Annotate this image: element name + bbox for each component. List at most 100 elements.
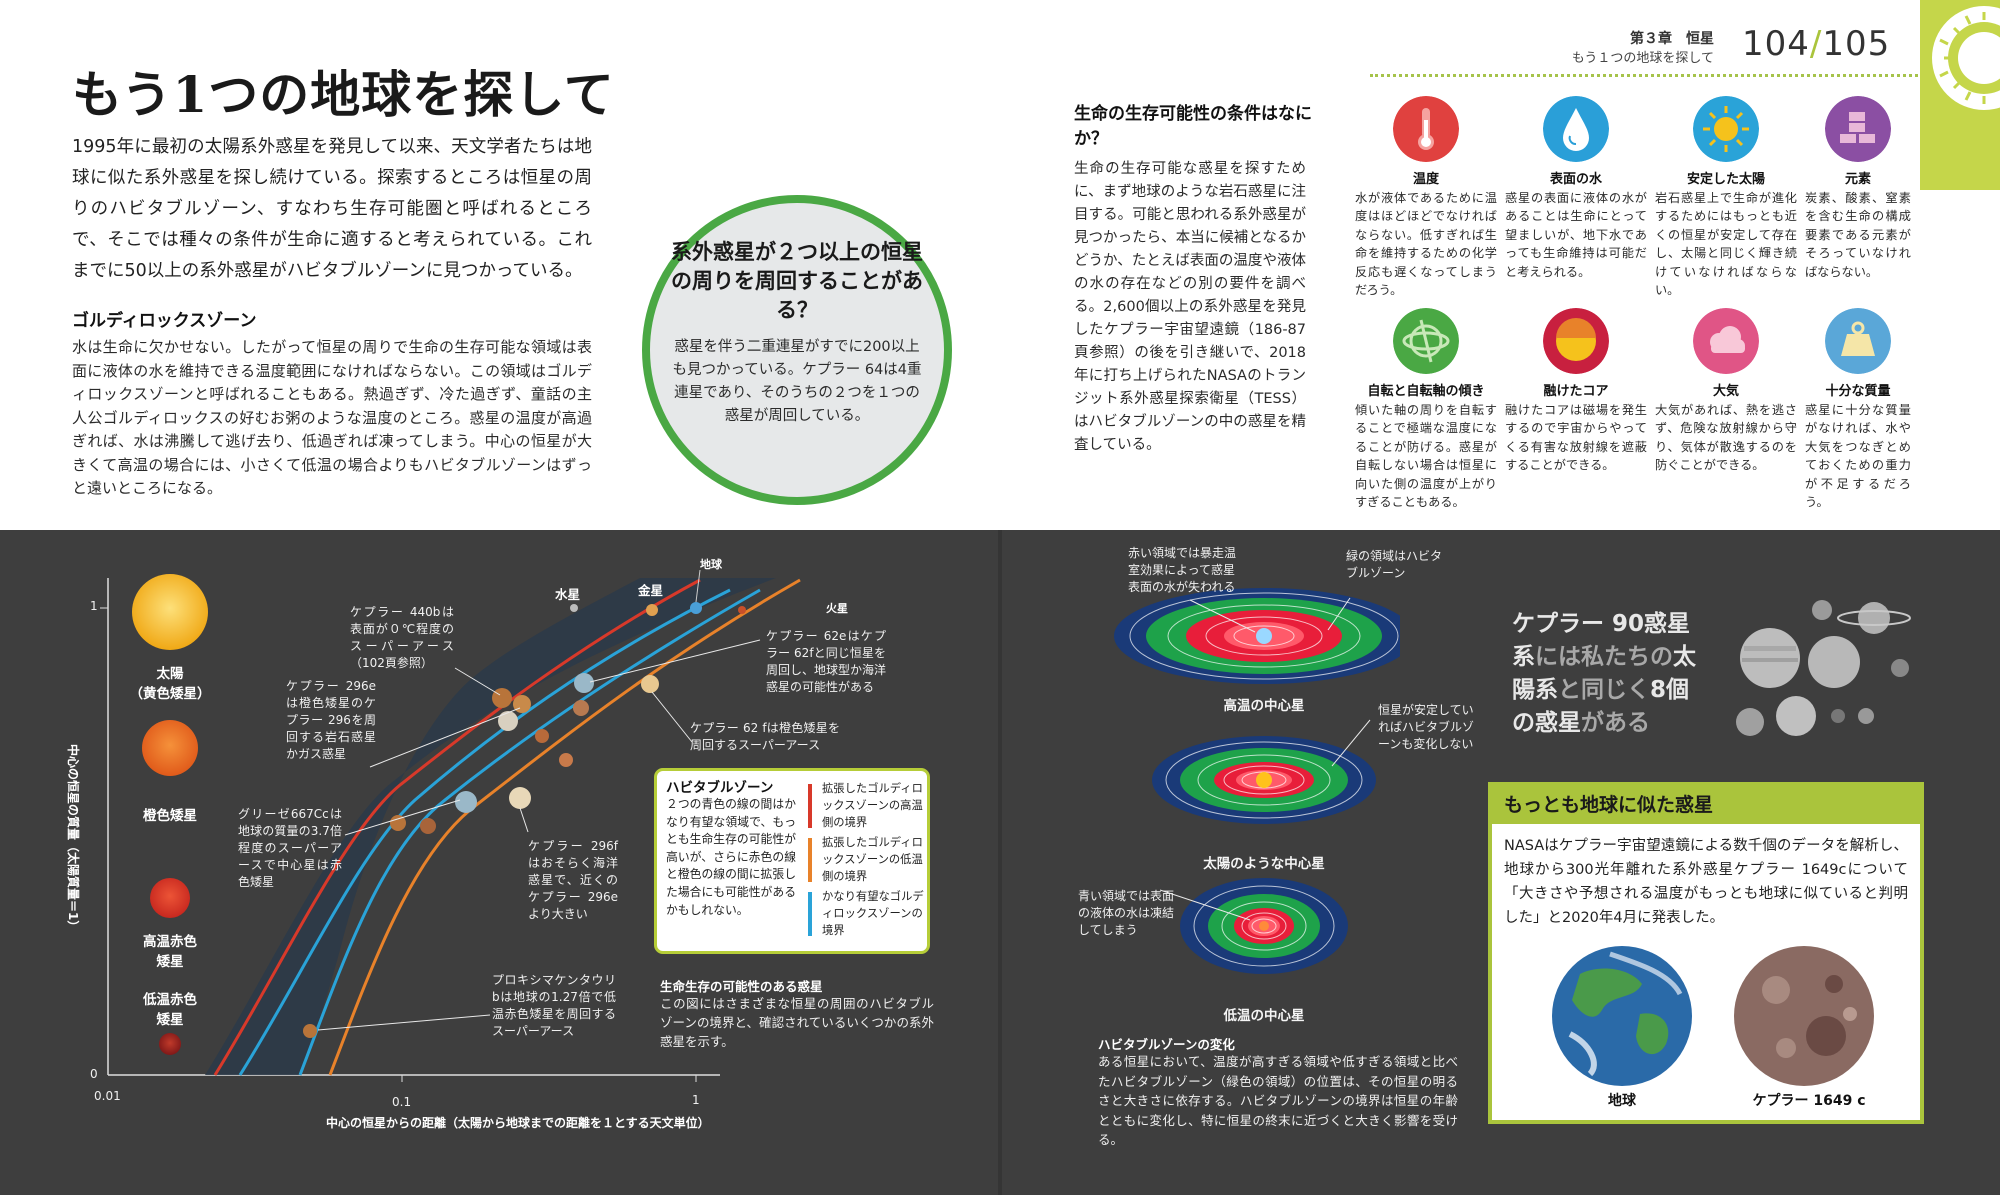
- page-spine: [998, 530, 1002, 1195]
- chapter-label: 第３章 恒星: [1630, 31, 1714, 47]
- zone-change-title: ハビタブルゾーンの変化: [1098, 1037, 1235, 1052]
- planet-kepler-296f: [509, 787, 531, 809]
- k90-part8: の惑星: [1512, 710, 1581, 736]
- legend-body: ２つの青色の線の間はかなり有望な領域で、もっとも生命生存の可能性が高いが、さらに…: [666, 797, 796, 917]
- planet-kepler-62e: [574, 673, 594, 693]
- condition-elements: 元素 炭素、酸素、窒素を含む生命の構成要素である元素がそろっていなければならない…: [1805, 96, 1911, 281]
- star-label-sun: 太陽 （黄色矮星）: [129, 666, 211, 702]
- x-tick-01: 0.1: [392, 1095, 412, 1109]
- optimistic-inner-boundary: [238, 588, 731, 1076]
- condition-title: 融けたコア: [1543, 384, 1609, 399]
- planet-kepler-440b: [492, 688, 512, 708]
- legend-text-cold: 拡張したゴルディロックスゾーンの低温側の境界: [822, 836, 923, 883]
- planet-kepler-62x: [573, 700, 589, 716]
- zone-note-blue: 青い領域では表面の液体の水は凍結してしまう: [1078, 889, 1175, 937]
- molten-core-icon: [1543, 308, 1609, 374]
- chapter-subtitle: もう１つの地球を探して: [1571, 51, 1714, 66]
- note-proxima-b: プロキシマケンタウリbは地球の1.27倍で低温赤色矮星を周回するスーパーアース: [492, 973, 616, 1038]
- label-mercury: 水星: [555, 587, 581, 602]
- condition-title: 温度: [1412, 172, 1439, 187]
- planet-gliese-667cc: [455, 791, 477, 813]
- kepler1649c-globe-icon: [1734, 946, 1874, 1086]
- legend-swatch-hot: [808, 784, 812, 828]
- chart-caption-title: 生命生存の可能性のある惑星: [660, 979, 823, 994]
- mars-planet: [738, 606, 746, 614]
- cool-red-dwarf-star: [159, 1033, 181, 1055]
- sun-decoration-icon: [1920, 0, 2000, 190]
- kepler1649c-label: ケプラー 1649 c: [1752, 1093, 1866, 1109]
- condition-body: 惑星に十分な質量がなければ、水や大気をつなぎとめておくための重力が不足するだろう…: [1805, 403, 1911, 510]
- condition-stable-sun: 安定した太陽 岩石惑星上で生命が進化するためにはもっとも近くの恒星が安定して存在…: [1655, 96, 1797, 299]
- note-kepler-440b: ケプラー 440bは表面が０℃程度のスーパーアース（102頁参照）: [350, 605, 454, 670]
- note-kepler-296e: ケプラー 296eは橙色矮星のケプラー 296を周回する岩石惑星かガス惑星: [286, 679, 376, 761]
- planet-red-1: [390, 815, 406, 831]
- zone-note-stable: 恒星が安定していればハビタブルゾーンも変化しない: [1378, 703, 1475, 751]
- condition-temperature: 温度 水が液体であるために温度はほどほどでなければならない。低すぎれば生命を維持…: [1355, 96, 1497, 299]
- k90-part2: 系: [1512, 644, 1535, 670]
- kepler90-statement: ケプラー 90惑星系には私たちの太陽系と同じく8個の惑星がある: [1512, 608, 1716, 740]
- planet-kepler-296e: [513, 695, 531, 713]
- label-mars: 火星: [826, 602, 848, 615]
- k90-part9: がある: [1581, 710, 1650, 736]
- label-venus: 金星: [638, 583, 664, 598]
- goldilocks-heading: ゴルディロックスゾーン: [72, 311, 257, 331]
- habitable-band: [205, 578, 776, 1075]
- condition-title: 元素: [1844, 172, 1871, 187]
- header-dotted-rule: [1370, 74, 1930, 77]
- note-kepler-62e: ケプラー 62eはケプラー 62fと同じ恒星を周回し、地球型か海洋惑星の可能性が…: [766, 629, 887, 694]
- question-body: 惑星を伴う二重連星がすでに200以上も見つかっている。ケプラー 64は4重連星で…: [672, 339, 922, 424]
- y-axis-label: 中心の恒星の質量（太陽質量＝1）: [66, 744, 80, 933]
- condition-title: 自転と自転軸の傾き: [1367, 384, 1485, 399]
- legend-text-hot: 拡張したゴルディロックスゾーンの高温側の境界: [822, 782, 923, 829]
- condition-body: 炭素、酸素、窒素を含む生命の構成要素である元素がそろっていなければならない。: [1805, 191, 1911, 279]
- page-title: もう1つの地球を探して: [72, 65, 615, 124]
- conditions-body: 生命の生存可能な惑星を探すために、まず地球のような岩石惑星に注目する。可能と思わ…: [1074, 161, 1306, 453]
- page-sep: /: [1809, 24, 1823, 64]
- hot-extended-boundary: [213, 578, 701, 1076]
- condition-surface-water: 表面の水 惑星の表面に液体の水があることは生命にとって望ましいが、地下水であって…: [1505, 96, 1647, 281]
- k90-part1: ケプラー 90惑星: [1512, 611, 1691, 637]
- earth-globe-icon: [1552, 946, 1692, 1086]
- star-label-hot-red: 高温赤色 矮星: [143, 934, 197, 970]
- optimistic-outer-boundary: [298, 588, 761, 1076]
- star-label-cool-red: 低温赤色 矮星: [143, 992, 197, 1028]
- x-axis-label: 中心の恒星からの距離（太陽から地球までの距離を１とする天文単位）: [326, 1116, 710, 1130]
- y-tick-0: 0: [90, 1067, 98, 1081]
- planet-kepler-296f-far: [498, 711, 518, 731]
- zone-change-body: ある恒星において、温度が高すぎる領域や低すぎる領域と比べたハビタブルゾーン（緑色…: [1098, 1054, 1458, 1147]
- earth-label: 地球: [1608, 1093, 1636, 1109]
- intro-paragraph: 1995年に最初の太陽系外惑星を発見して以来、天文学者たちは地球に似た系外惑星を…: [72, 137, 592, 281]
- hot-star-system: [1114, 588, 1400, 684]
- k90-part3: には私たちの: [1535, 644, 1673, 670]
- sun-icon: [1693, 96, 1759, 162]
- legend-swatch-optimistic: [808, 892, 812, 936]
- earthlike-title: もっとも地球に似た惑星: [1504, 794, 1714, 816]
- condition-title: 十分な質量: [1825, 384, 1891, 399]
- page-left: 104: [1742, 24, 1810, 64]
- condition-mass: 十分な質量 惑星に十分な質量がなければ、水や大気をつなぎとめておくための重力が不…: [1805, 308, 1911, 511]
- planet-kepler-62f: [641, 675, 659, 693]
- conditions-heading: 生命の生存可能性の条件はなにか？: [1074, 104, 1312, 149]
- condition-title: 表面の水: [1549, 172, 1602, 187]
- legend-box: [654, 768, 930, 954]
- venus-planet: [646, 604, 658, 616]
- k90-part5: 陽系: [1512, 677, 1558, 703]
- condition-body: 惑星の表面に液体の水があることは生命にとって望ましいが、地下水であっても生命維持…: [1505, 191, 1647, 279]
- page-right: 105: [1822, 24, 1891, 64]
- star-label-orange: 橙色矮星: [143, 808, 197, 824]
- note-gliese-667cc: グリーゼ667Ccは地球の質量の3.7倍程度のスーパーアースで中心星は赤色矮星: [238, 807, 342, 889]
- condition-body: 岩石惑星上で生命が進化するためにはもっとも近くの恒星が安定して存在し、太陽と同じ…: [1655, 191, 1797, 298]
- condition-title: 大気: [1712, 384, 1739, 399]
- bricks-icon: [1825, 96, 1891, 162]
- condition-body: 傾いた軸の周りを自転することで極端な温度になることが防げる。惑星が自転しない場合…: [1355, 403, 1497, 510]
- planet-small-2: [559, 753, 573, 767]
- habitable-zone-chart: [100, 569, 801, 1082]
- note-kepler-62f: ケプラー 62 fは橙色矮星を周回するスーパーアース: [690, 721, 840, 752]
- condition-title: 安定した太陽: [1686, 172, 1765, 187]
- earthlike-body: NASAはケプラー宇宙望遠鏡による数千個のデータを解析し、地球から300光年離れ…: [1504, 838, 1908, 926]
- condition-molten-core: 融けたコア 融けたコアは磁場を発生するので宇宙からやってくる有害な放射線を遮蔽す…: [1505, 308, 1647, 475]
- hot-red-dwarf-star: [150, 878, 190, 918]
- mercury-planet: [570, 604, 578, 612]
- condition-body: 大気があれば、熱を逃さず、危険な放射線から守り、気体が散逸するのを防ぐことができ…: [1655, 403, 1797, 473]
- earth-planet: [690, 602, 702, 614]
